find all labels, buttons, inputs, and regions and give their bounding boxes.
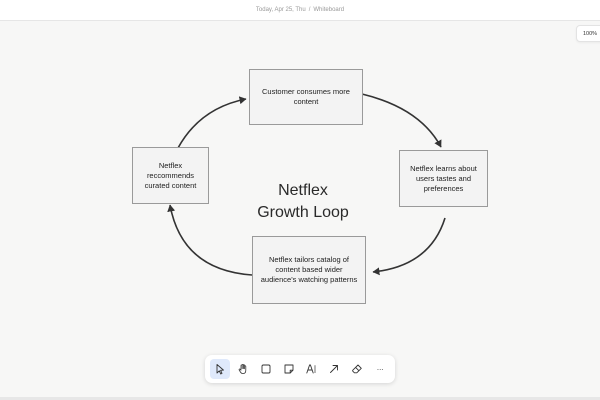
arrow-icon: [330, 365, 339, 373]
arrow-tool-button[interactable]: [324, 359, 344, 379]
drawing-toolbar: ···: [205, 355, 395, 383]
breadcrumb: Today, Apr 25, Thu / Whiteboard: [0, 0, 600, 21]
breadcrumb-page[interactable]: Whiteboard: [313, 7, 345, 13]
sticky-note-tool-button[interactable]: [279, 359, 299, 379]
node-customer-consumes-text: Customer consumes more content: [262, 87, 350, 106]
arrow-recommend-to-consume[interactable]: [177, 96, 247, 149]
node-netflex-tailors[interactable]: Netflex tailors catalog of content based…: [252, 236, 366, 304]
arrow-consume-to-learn[interactable]: [361, 93, 442, 148]
zoom-level-button[interactable]: 100%: [576, 25, 600, 42]
breadcrumb-separator: /: [308, 7, 311, 13]
eraser-tool-button[interactable]: [347, 359, 367, 379]
node-netflex-recommends-text: Netflex reccommends curated content: [144, 160, 197, 190]
eraser-icon: [352, 364, 362, 374]
arrow-tailor-to-recommend[interactable]: [167, 204, 253, 276]
bottom-divider: [0, 397, 600, 400]
node-netflex-learns-text: Netflex learns about users tastes and pr…: [410, 163, 477, 193]
diagram-title-line1: Netflex: [278, 182, 328, 199]
hand-tool-button[interactable]: [233, 359, 253, 379]
diagram-title-line2: Growth Loop: [257, 204, 349, 221]
node-netflex-learns[interactable]: Netflex learns about users tastes and pr…: [399, 150, 488, 207]
hand-icon: [238, 364, 247, 374]
sticky-note-icon: [284, 364, 293, 374]
whiteboard-canvas[interactable]: Customer consumes more content Netflex l…: [0, 20, 600, 398]
breadcrumb-date: Today, Apr 25, Thu: [255, 7, 306, 13]
diagram-title[interactable]: Netflex Growth Loop: [238, 180, 368, 224]
node-netflex-recommends[interactable]: Netflex reccommends curated content: [132, 147, 209, 204]
text-tool-button[interactable]: [301, 359, 321, 379]
select-tool-button[interactable]: [210, 359, 230, 379]
node-customer-consumes[interactable]: Customer consumes more content: [249, 69, 363, 125]
text-icon: [306, 364, 316, 374]
rectangle-tool-button[interactable]: [256, 359, 276, 379]
loop-arrows: [167, 93, 446, 276]
square-icon: [261, 364, 271, 374]
more-icon: ···: [376, 364, 384, 374]
cursor-icon: [216, 364, 224, 375]
arrow-learn-to-tailor[interactable]: [372, 217, 446, 276]
more-tools-button[interactable]: ···: [370, 359, 390, 379]
node-netflex-tailors-text: Netflex tailors catalog of content based…: [260, 255, 358, 284]
